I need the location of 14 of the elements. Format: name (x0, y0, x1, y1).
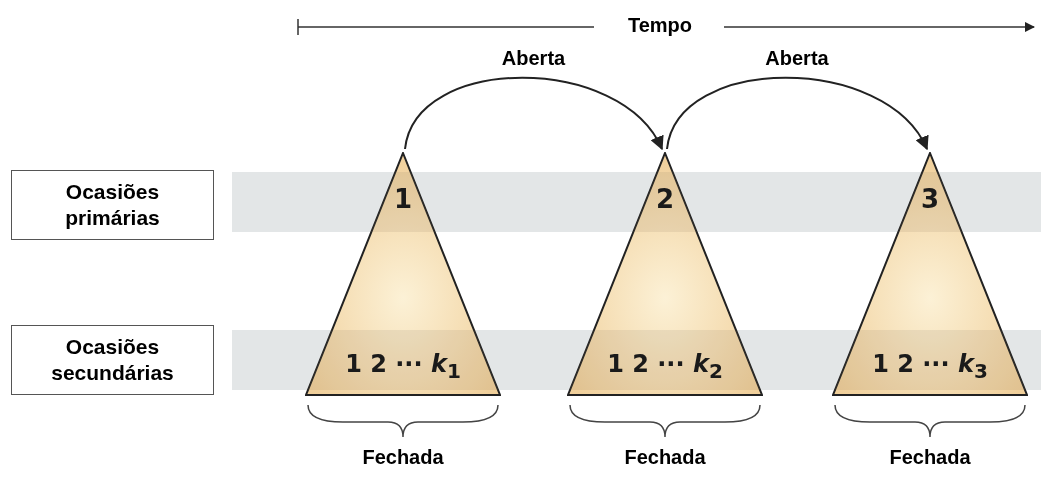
axis-label: Tempo (626, 14, 694, 37)
phase-label: Fechada (623, 446, 707, 469)
occasion-number: 2 (654, 184, 676, 214)
occasion-sequence: 1 2 ··· k$_{3}$ (871, 350, 989, 383)
occasion-sequence: 1 2 ··· k$_{2}$ (606, 350, 724, 383)
occasion-number: 3 (919, 184, 941, 214)
curved-arrow (666, 76, 928, 151)
occasion-number: 1 (392, 184, 414, 214)
occasion-sequence: 1 2 ··· k$_{1}$ (344, 350, 462, 383)
phase-label: Fechada (361, 446, 445, 469)
phase-label: Fechada (888, 446, 972, 469)
row-label-box: Ocasiões primárias (11, 170, 214, 240)
curved-arrow (404, 76, 663, 151)
row-label-box: Ocasiões secundárias (11, 325, 214, 395)
